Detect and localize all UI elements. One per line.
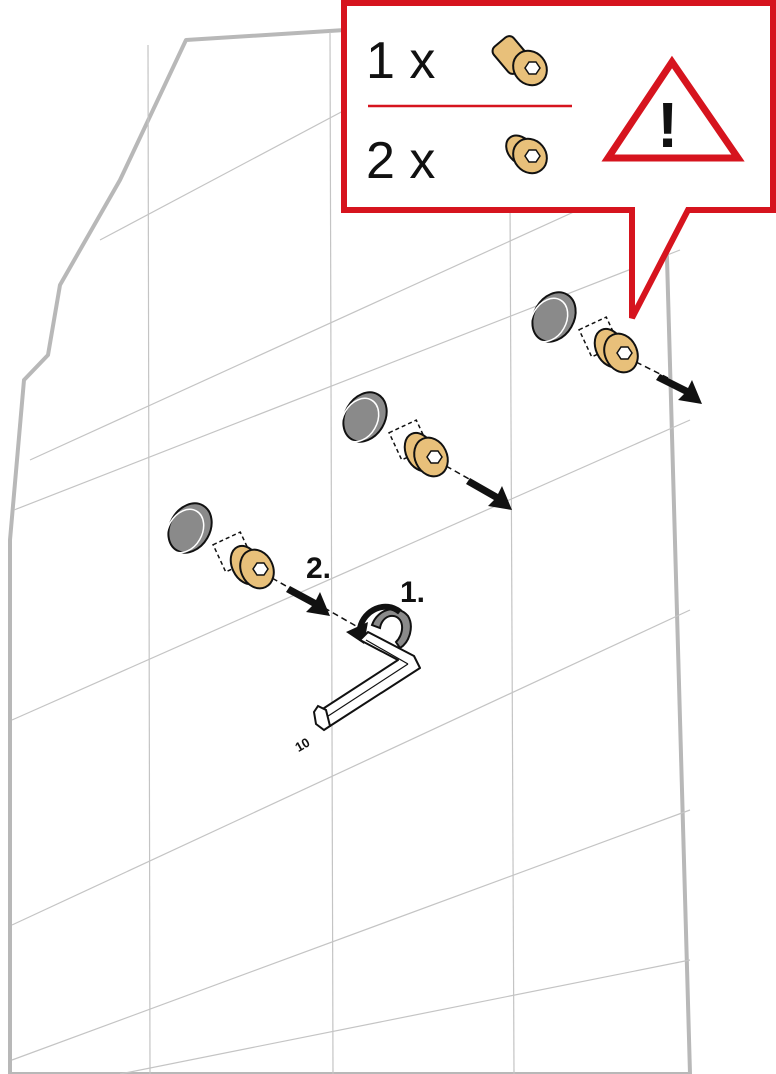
cover-cap-rim — [340, 397, 380, 443]
short-screw-icon — [505, 134, 548, 175]
tile-line-vertical — [329, 31, 334, 1074]
hex-key-icon: 10 — [292, 631, 421, 755]
rotation-arrow — [346, 603, 412, 650]
tile-line-diagonal — [13, 249, 681, 511]
screw-outline-dashed — [212, 531, 254, 573]
tile-line-diagonal — [11, 609, 691, 926]
hex-key-tip — [312, 704, 332, 732]
hex-key-edge — [321, 663, 409, 721]
tile-line-diagonal — [11, 809, 691, 1061]
screw-assembly-middle — [340, 391, 512, 510]
tile-line-vertical — [147, 44, 151, 1074]
step-one-label: 1. — [400, 576, 425, 609]
tile-line-vertical — [509, 199, 515, 1074]
warning-triangle-icon: ! — [601, 55, 745, 162]
removal-arrow-icon — [466, 478, 512, 510]
quantity-long-screw: 1 x — [366, 32, 435, 90]
hex-socket-icon — [252, 562, 269, 576]
hex-socket-icon — [616, 346, 633, 360]
quantity-short-screw: 2 x — [366, 132, 435, 190]
warning-symbol: ! — [657, 89, 678, 161]
tile-line-diagonal — [119, 959, 691, 1074]
step-two-label: 2. — [306, 552, 331, 585]
hex-key-long-arm — [317, 631, 421, 727]
cover-cap-rim — [165, 508, 205, 554]
hex-key-size-label: 10 — [292, 735, 312, 755]
removal-arrow-icon — [656, 374, 702, 404]
callout-box: 1 x 2 x ! — [341, 0, 776, 320]
axis-line-dashed — [635, 361, 669, 379]
tile-line-diagonal — [11, 419, 691, 721]
screw-assembly-bottom — [165, 502, 357, 627]
rotation-arrow-curve — [357, 603, 402, 629]
hex-key-edge — [365, 639, 409, 665]
removal-arrow-icon — [286, 586, 330, 616]
tile-line-diagonal — [99, 109, 346, 241]
screw-assembly-top — [529, 291, 702, 404]
cover-cap-rim — [529, 297, 569, 343]
tile-grid — [11, 31, 691, 1074]
hex-socket-icon — [426, 450, 443, 464]
tile-line-diagonal — [29, 199, 601, 461]
axis-line-dashed — [271, 577, 357, 627]
long-screw-icon — [491, 35, 548, 87]
